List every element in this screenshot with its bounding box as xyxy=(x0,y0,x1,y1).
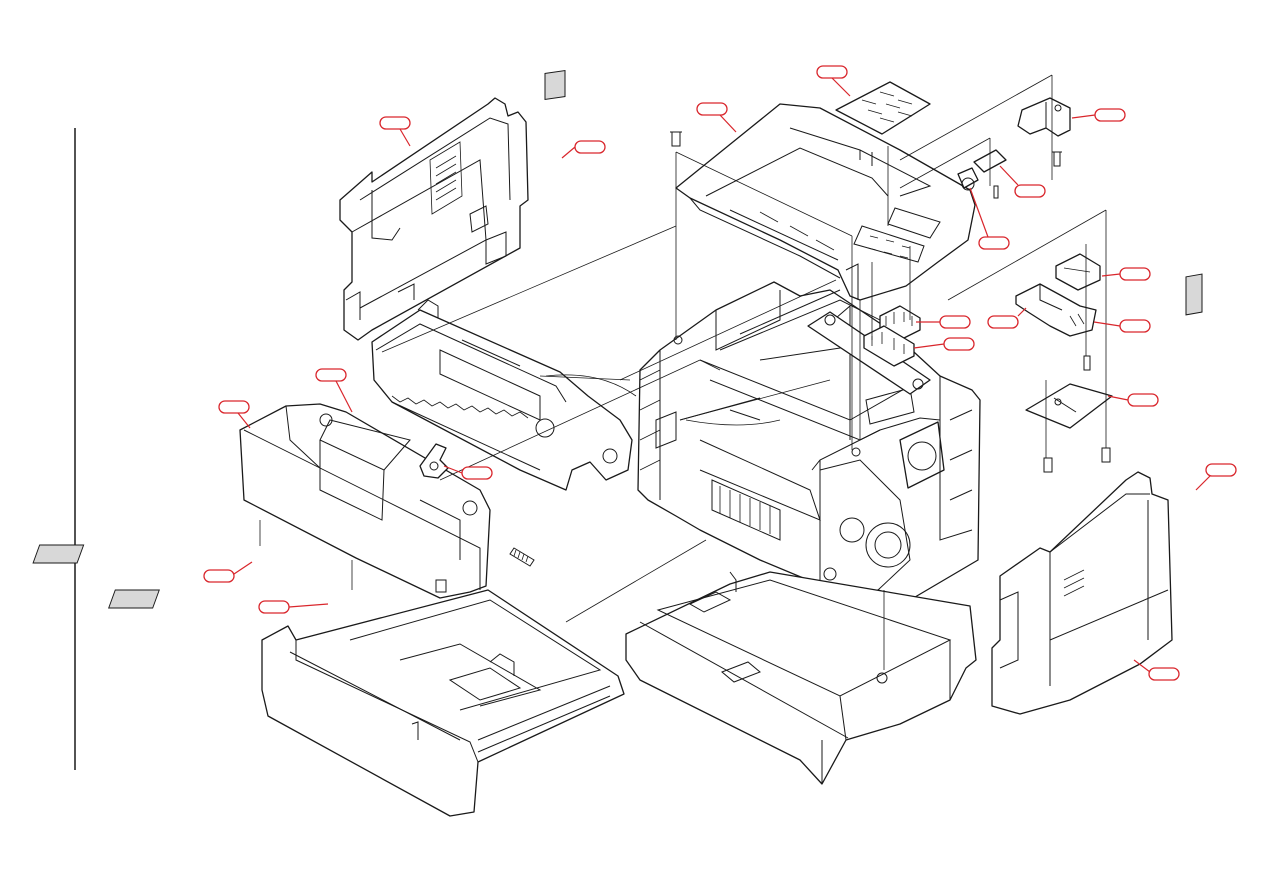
callout-c9 xyxy=(916,315,971,329)
side-cover xyxy=(991,471,1173,715)
paper-cassette xyxy=(261,589,625,817)
callout-c14 xyxy=(1107,393,1159,407)
rear-label-sheet xyxy=(544,70,566,100)
feed-screw xyxy=(1083,355,1091,371)
connector-b xyxy=(863,325,915,367)
optional-tray xyxy=(625,571,977,785)
switch-bracket xyxy=(1017,97,1071,137)
callout-c15 xyxy=(218,400,251,429)
rear-cover xyxy=(339,97,529,341)
callout-c20 xyxy=(1133,659,1180,681)
callout-c6 xyxy=(999,165,1046,198)
callout-c1 xyxy=(816,65,851,97)
label-sheet-b xyxy=(108,589,160,609)
feed-sensor xyxy=(1055,253,1101,291)
callout-c7 xyxy=(969,187,1010,250)
callout-c12 xyxy=(913,337,975,351)
callout-c2 xyxy=(696,102,737,133)
callout-c16 xyxy=(1195,463,1237,491)
guide-plate xyxy=(1025,383,1113,429)
keypad-overlay xyxy=(835,81,931,135)
plate-screws xyxy=(1043,447,1111,473)
spring-screw xyxy=(509,547,535,567)
label-sheet-a xyxy=(32,544,85,564)
assembly-guides xyxy=(259,74,1107,670)
hinge-arm xyxy=(419,443,449,479)
callout-c17 xyxy=(443,465,493,480)
callout-c13 xyxy=(315,368,353,413)
roller-assembly xyxy=(807,311,931,395)
callout-c4 xyxy=(379,116,411,147)
top-cover xyxy=(675,103,976,301)
callout-c8 xyxy=(1101,267,1151,281)
cover-screw xyxy=(670,131,682,147)
side-label-sheet xyxy=(1185,273,1203,316)
callout-c10 xyxy=(987,307,1027,329)
feed-actuator xyxy=(1015,283,1097,337)
callout-c18 xyxy=(203,561,253,583)
bracket-screw-1 xyxy=(1052,151,1062,167)
callout-c11 xyxy=(1093,319,1151,333)
callout-c19 xyxy=(258,600,329,614)
main-chassis xyxy=(637,263,981,607)
callout-c5 xyxy=(561,140,606,159)
callout-c3 xyxy=(1071,108,1126,122)
toner-drum-unit xyxy=(371,299,633,491)
front-cover xyxy=(239,403,491,599)
